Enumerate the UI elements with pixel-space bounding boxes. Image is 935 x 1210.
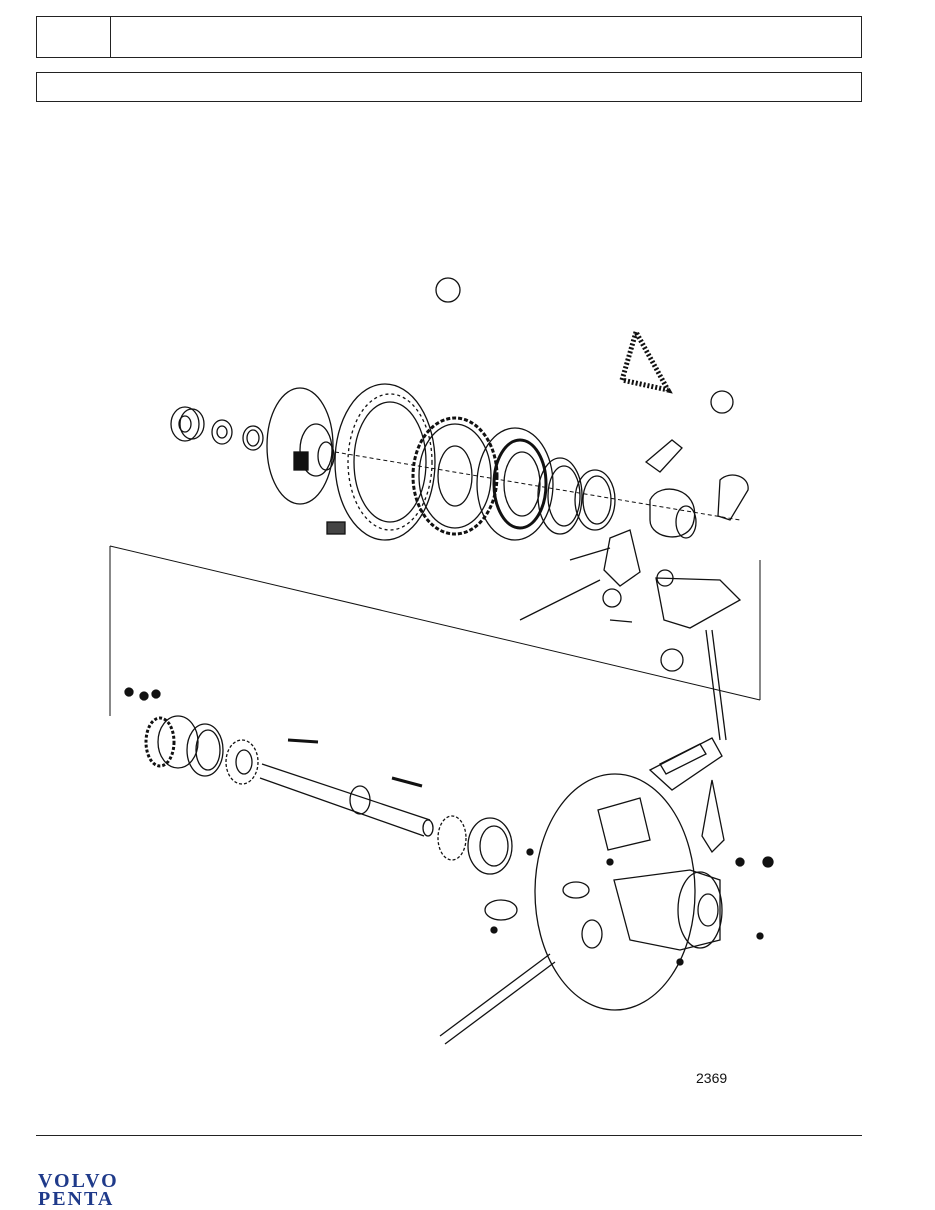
bearing-cone-2 <box>437 815 467 861</box>
header-title-bar <box>36 72 862 102</box>
frame-lines <box>109 451 761 716</box>
washer-1 <box>211 419 233 445</box>
bearing-ring <box>574 469 616 531</box>
lower-assembly <box>124 629 774 1045</box>
logo-line-2: PENTA <box>38 1188 115 1210</box>
figure-number: 2369 <box>696 1070 728 1086</box>
control-rod <box>701 629 727 854</box>
gear-wheel <box>411 416 499 536</box>
bearing-cup-2 <box>467 817 513 875</box>
long-bolt-2 <box>569 547 611 561</box>
bearing-cup-1 <box>186 723 224 777</box>
reference-circle-lower-2 <box>660 648 684 672</box>
cover-plate <box>648 737 723 791</box>
flange-disc <box>266 387 335 505</box>
bearing-small <box>170 406 205 442</box>
reference-circle-right <box>710 390 734 414</box>
clutch-cone-cover <box>476 427 554 541</box>
header-code-cell <box>37 17 111 57</box>
seal-ring <box>242 425 264 451</box>
cone-ring <box>537 457 583 535</box>
shift-rod <box>439 953 556 1045</box>
internal-gear-ring <box>334 383 436 541</box>
bolt-stud-1 <box>326 521 346 535</box>
long-bolt-1 <box>519 579 601 621</box>
shift-lever-upper <box>644 439 749 539</box>
o-ring <box>484 899 518 921</box>
key-pin <box>287 738 319 744</box>
propeller-shaft <box>259 763 434 837</box>
header-table <box>36 16 862 58</box>
bearing-cone-1 <box>225 739 259 785</box>
logo-line-1: VOLVO <box>38 1170 119 1192</box>
volvo-penta-logo: VOLVO PENTA <box>38 1170 156 1210</box>
reference-circle-lower-1 <box>602 588 622 608</box>
coil-spring <box>618 325 673 394</box>
shift-fork <box>603 529 742 629</box>
upper-assembly <box>170 325 749 672</box>
key <box>391 776 423 788</box>
bolt-3 <box>609 619 633 623</box>
pinion-gear <box>144 715 199 769</box>
small-parts <box>124 687 774 966</box>
gear-housing <box>534 773 723 1011</box>
footer-rule <box>36 1135 862 1136</box>
reference-circle-top <box>435 277 461 303</box>
